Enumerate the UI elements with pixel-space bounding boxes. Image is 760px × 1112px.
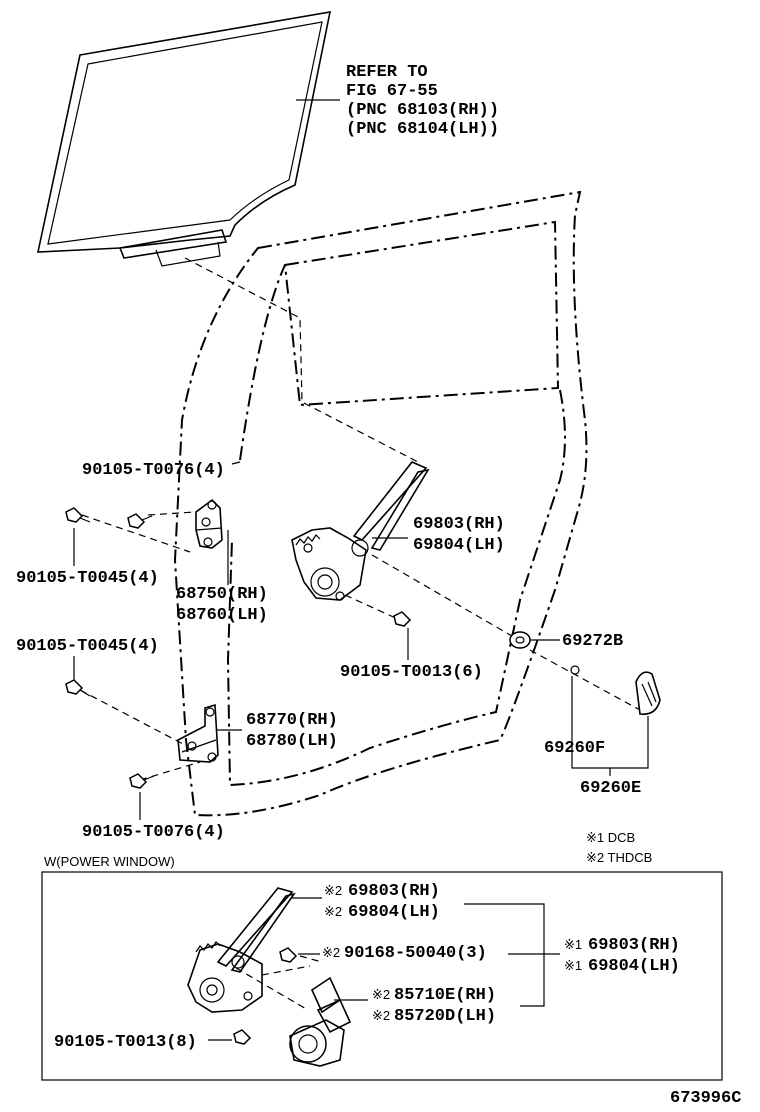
bolt-icon bbox=[233, 1029, 252, 1045]
bolt-icon bbox=[127, 513, 153, 529]
part-label: 69804(LH) bbox=[413, 536, 505, 555]
part-label: 68770(RH) bbox=[246, 711, 338, 730]
bolt-icon bbox=[65, 507, 91, 523]
box-marker: ※1 bbox=[564, 937, 582, 952]
bolt-icon bbox=[129, 773, 155, 789]
door-frame-outline bbox=[173, 190, 588, 817]
clip-icon bbox=[570, 665, 580, 675]
part-label: 85710E(RH) bbox=[394, 986, 496, 1005]
box-title: W(POWER WINDOW) bbox=[44, 854, 175, 869]
part-label: 90105-T0045(4) bbox=[16, 637, 159, 656]
box-marker: ※2 bbox=[324, 904, 342, 919]
part-label: 69803(RH) bbox=[348, 882, 440, 901]
part-label: 90105-T0013(6) bbox=[340, 663, 483, 682]
part-label: 69260F bbox=[544, 739, 605, 758]
window-motor bbox=[289, 976, 352, 1067]
refer-text-3: (PNC 68103(RH)) bbox=[346, 101, 499, 120]
power-window-regulator bbox=[187, 887, 296, 1013]
part-label: 68750(RH) bbox=[176, 585, 268, 604]
grommet-icon bbox=[509, 631, 531, 649]
door-inner-outline bbox=[283, 220, 560, 407]
figure-code: 673996C bbox=[670, 1089, 741, 1108]
upper-hinge bbox=[195, 498, 223, 549]
part-label: 68780(LH) bbox=[246, 732, 338, 751]
bolt-icon bbox=[279, 947, 298, 963]
bolt-icon bbox=[393, 611, 412, 627]
door-glass bbox=[37, 11, 332, 267]
part-label: 69803(RH) bbox=[413, 515, 505, 534]
part-label: 68760(LH) bbox=[176, 606, 268, 625]
part-label: 69803(RH) bbox=[588, 936, 680, 955]
part-label: 69804(LH) bbox=[348, 903, 440, 922]
part-label: 69272B bbox=[562, 632, 623, 651]
part-label: 69804(LH) bbox=[588, 957, 680, 976]
part-label: 90105-T0045(4) bbox=[16, 569, 159, 588]
part-label: 90105-T0076(4) bbox=[82, 823, 225, 842]
part-label: 90105-T0013(8) bbox=[54, 1033, 197, 1052]
box-marker: ※2 bbox=[322, 945, 340, 960]
box-marker: ※2 bbox=[372, 1008, 390, 1023]
box-marker: ※1 bbox=[564, 958, 582, 973]
legend-note-1: ※1 DCB bbox=[586, 830, 635, 845]
part-label: 85720D(LH) bbox=[394, 1007, 496, 1026]
refer-text-1: REFER TO bbox=[346, 63, 428, 82]
bolt-icon bbox=[65, 679, 91, 697]
legend-note-2: ※2 THDCB bbox=[586, 850, 652, 865]
refer-text-4: (PNC 68104(LH)) bbox=[346, 120, 499, 139]
part-label: 69260E bbox=[580, 779, 641, 798]
refer-text-2: FIG 67-55 bbox=[346, 82, 438, 101]
power-window-box bbox=[41, 871, 723, 1081]
window-handle bbox=[635, 671, 661, 716]
box-marker: ※2 bbox=[324, 883, 342, 898]
part-label: 90105-T0076(4) bbox=[82, 461, 225, 480]
part-label: 90168-50040(3) bbox=[344, 944, 487, 963]
window-regulator bbox=[291, 461, 430, 601]
box-marker: ※2 bbox=[372, 987, 390, 1002]
